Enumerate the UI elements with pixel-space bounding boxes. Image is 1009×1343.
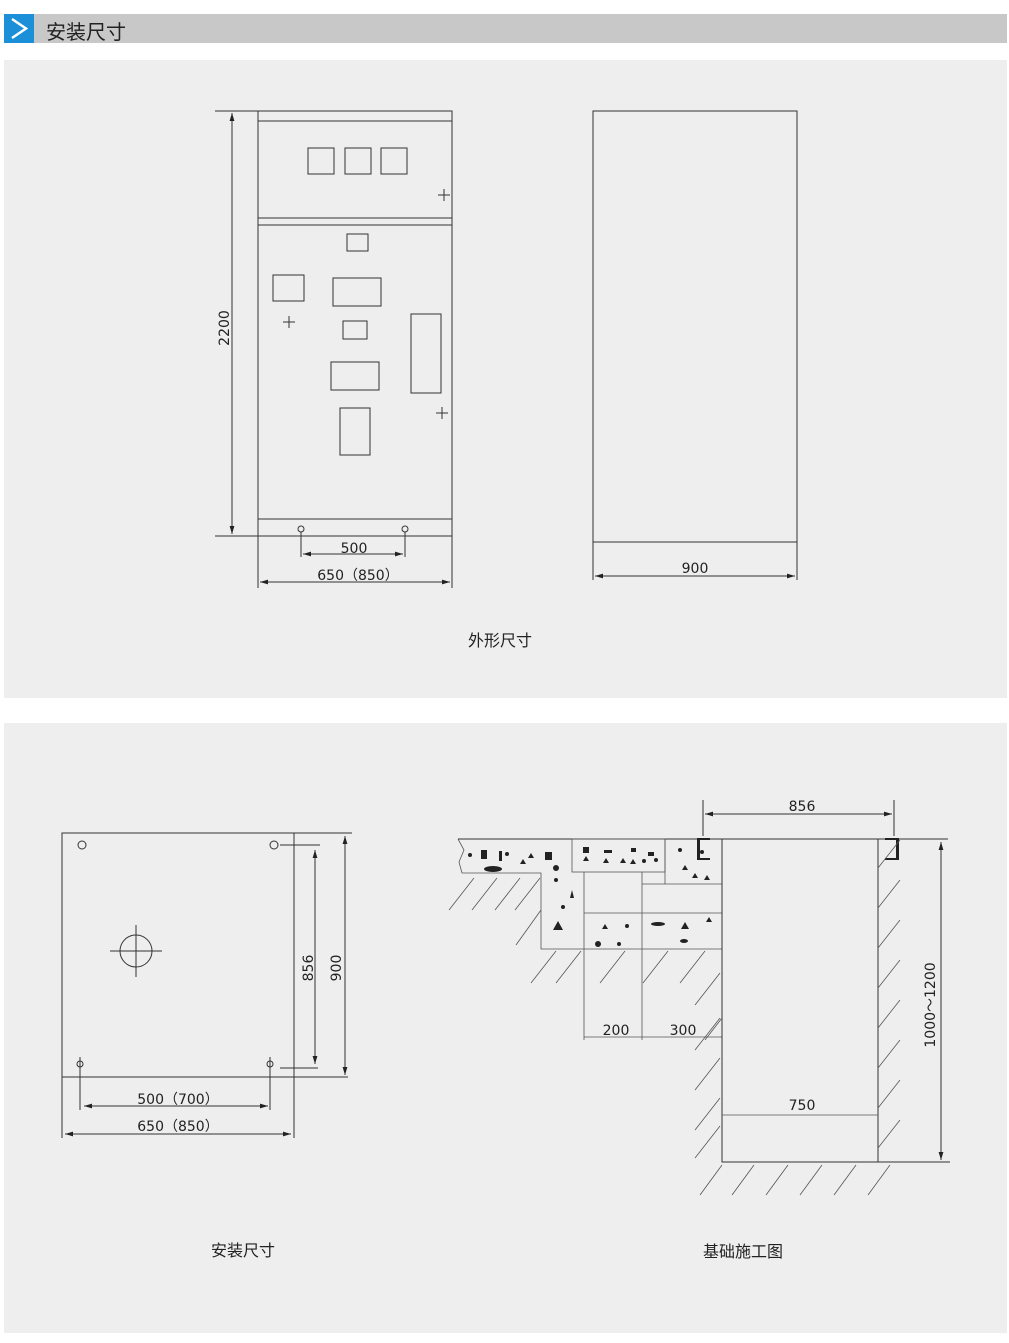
outline-caption: 外形尺寸 [468,631,532,650]
cabinet-side-view: 900 [592,110,798,580]
section-header: 安装尺寸 [4,14,1007,44]
height-dimension: 2200 [217,310,233,346]
section-title: 安装尺寸 [46,20,126,44]
outer-depth-dimension: 900 [329,955,345,982]
mount-width-dimension: 650（850） [137,1119,218,1135]
dimension-300: 300 [670,1023,697,1039]
cabinet-front-view: 2200 500 650（850） [215,110,453,588]
inner-depth-dimension: 856 [301,955,317,982]
mounting-panel [4,723,1007,1333]
outline-panel [4,60,1007,698]
chevron-right-icon [4,14,34,43]
width-dimension: 650（850） [317,568,398,584]
foundation-drawing: 856 1000～1200 200 300 750 [448,799,950,1196]
hole-spacing-dimension: 500 [341,541,368,557]
pit-depth-dimension: 1000～1200 [923,962,939,1047]
mounting-plan: 856 900 500（700） 650（850） [61,832,352,1138]
dimension-200: 200 [603,1023,630,1039]
foundation-caption: 基础施工图 [703,1242,783,1261]
pit-width-dimension: 750 [789,1098,816,1114]
mount-hole-spacing-dimension: 500（700） [137,1092,218,1108]
depth-dimension: 900 [682,561,709,577]
span-dimension: 856 [789,799,816,815]
mounting-caption: 安装尺寸 [211,1241,275,1260]
